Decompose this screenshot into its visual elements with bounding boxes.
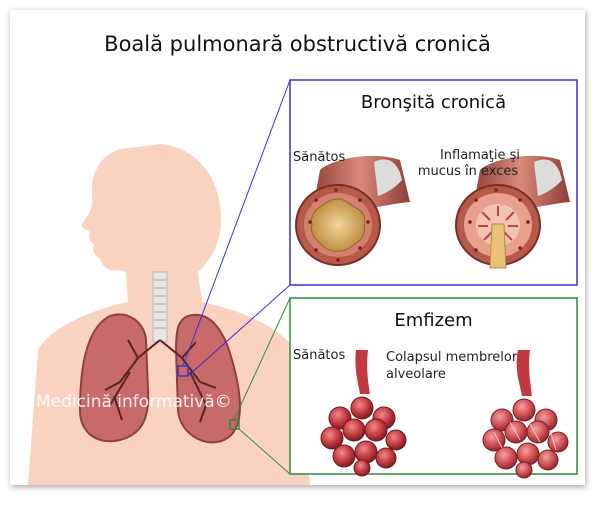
emphysema-collapse-label-line2: alveolare bbox=[386, 367, 446, 382]
bronchitis-inflamed-label-line1: Inflamaţie şi bbox=[439, 148, 521, 163]
healthy-alveoli bbox=[320, 350, 407, 477]
figure-frame: Boală pulmonară obstructivă cronică bbox=[10, 10, 585, 485]
illustration-canvas bbox=[28, 79, 578, 485]
figure-title: Boală pulmonară obstructivă cronică bbox=[104, 32, 491, 56]
emphysema-healthy-label: Sănătos bbox=[293, 348, 346, 363]
inflamed-bronchus bbox=[455, 155, 570, 269]
healthy-bronchus bbox=[295, 155, 410, 266]
bronchitis-title: Bronşită cronică bbox=[360, 92, 507, 113]
bronchitis-inflamed-label-line2: mucus în exces bbox=[417, 164, 519, 179]
bronchitis-healthy-label: Sănătos bbox=[293, 150, 346, 165]
watermark: Medicină informativă© bbox=[36, 392, 232, 412]
lungs bbox=[78, 271, 241, 444]
emphysema-title: Emfizem bbox=[394, 310, 473, 331]
collapsed-alveoli bbox=[482, 350, 569, 479]
body-silhouette bbox=[28, 144, 310, 485]
emphysema-collapse-label-line1: Colapsul membrelor bbox=[386, 350, 518, 365]
